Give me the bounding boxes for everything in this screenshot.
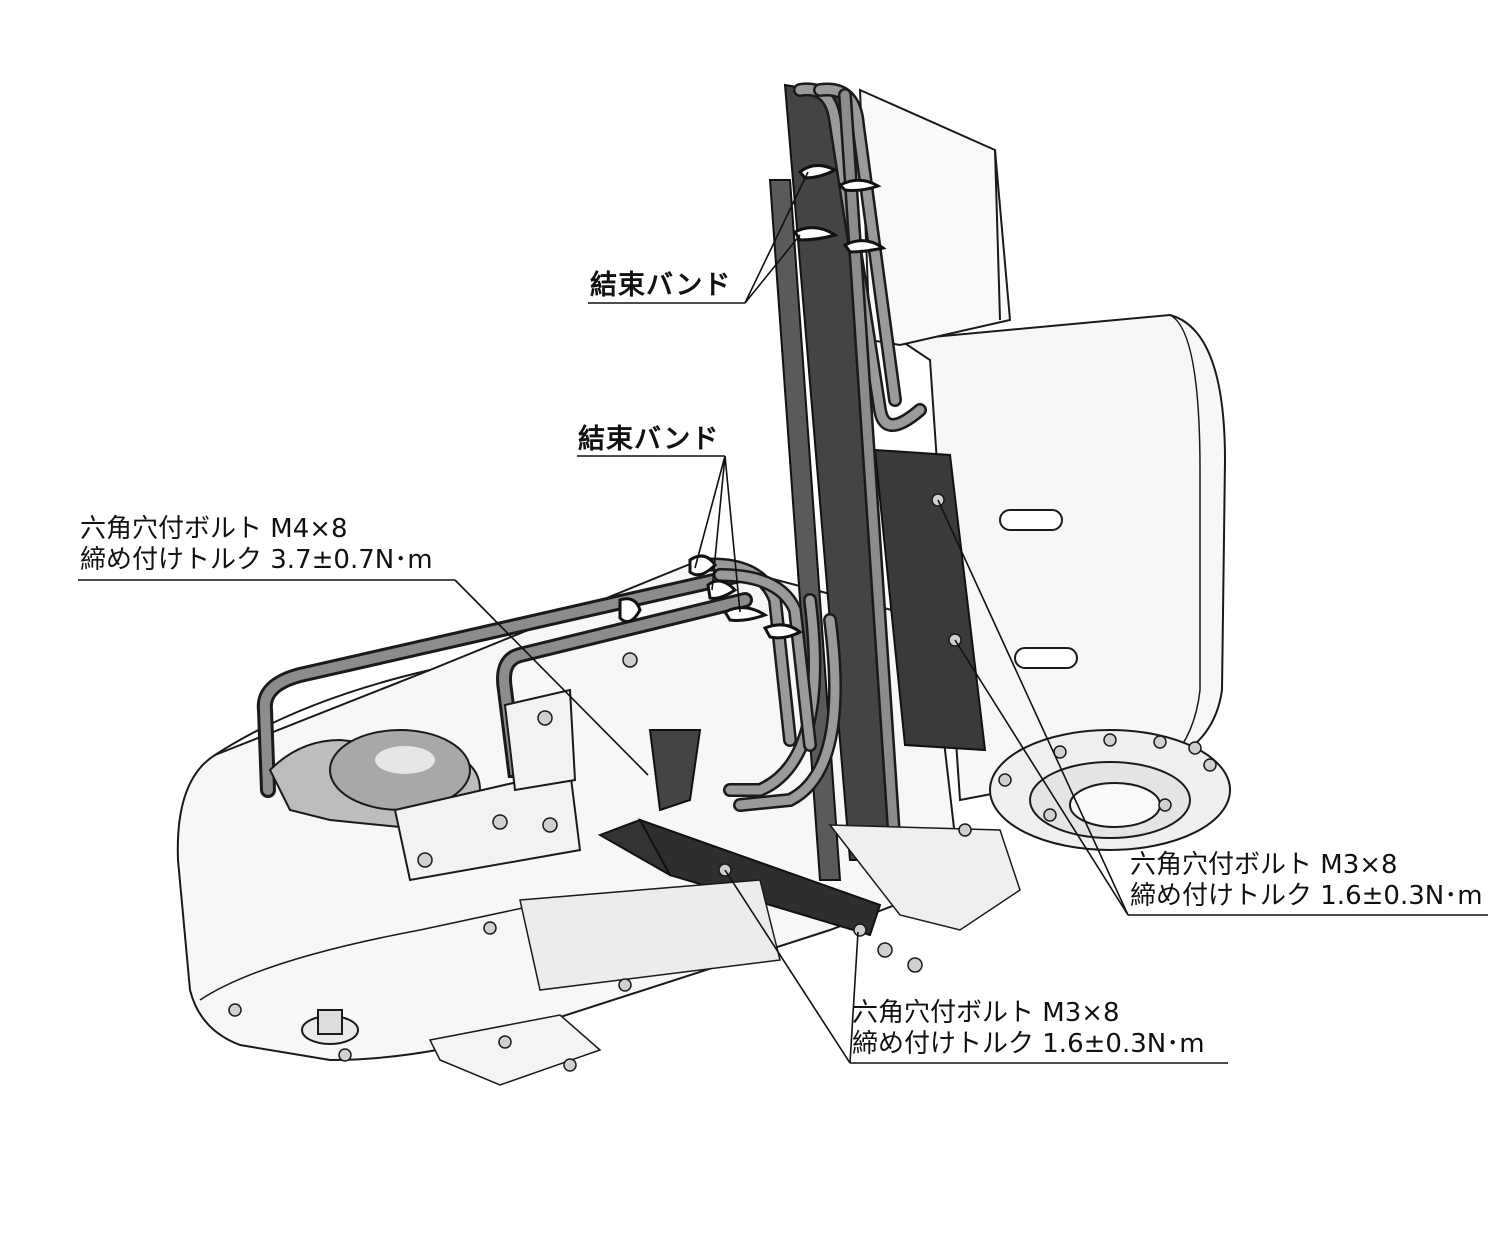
vertical-pipes — [723, 82, 927, 857]
bottom-bracket — [597, 729, 882, 937]
mounting-plate — [393, 688, 582, 882]
torque-spec: 締め付けトルク 1.6±0.3N･m — [852, 1029, 1205, 1059]
bolt-spec: 六角穴付ボルト M3×8 — [852, 998, 1120, 1028]
bolt-m4-callout: 六角穴付ボルト M4×8 締め付けトルク 3.7±0.7N･m — [80, 514, 433, 576]
torque-spec: 締め付けトルク 3.7±0.7N･m — [80, 545, 433, 575]
leader-lines — [78, 171, 1488, 1064]
bolt-m3-bottom-callout: 六角穴付ボルト M3×8 締め付けトルク 1.6±0.3N･m — [852, 998, 1205, 1060]
cable-tie-text: 結束バンド — [578, 424, 720, 455]
bolt-m3-right-callout: 六角穴付ボルト M3×8 締め付けトルク 1.6±0.3N･m — [1130, 850, 1483, 912]
lower-base — [428, 824, 1021, 1086]
cover-plate — [873, 448, 987, 752]
motor-housing — [897, 313, 1231, 851]
bolt-spec: 六角穴付ボルト M4×8 — [80, 514, 348, 544]
horizontal-pipes — [256, 557, 817, 798]
torque-spec: 締め付けトルク 1.6±0.3N･m — [1130, 881, 1483, 911]
cable-tie-text: 結束バンド — [590, 270, 732, 301]
cable-tie-label-upper: 結束バンド — [590, 270, 731, 301]
cable-tie-label-middle: 結束バンド — [578, 424, 719, 455]
bolts — [228, 493, 1217, 1072]
bolt-spec: 六角穴付ボルト M3×8 — [1130, 850, 1398, 880]
